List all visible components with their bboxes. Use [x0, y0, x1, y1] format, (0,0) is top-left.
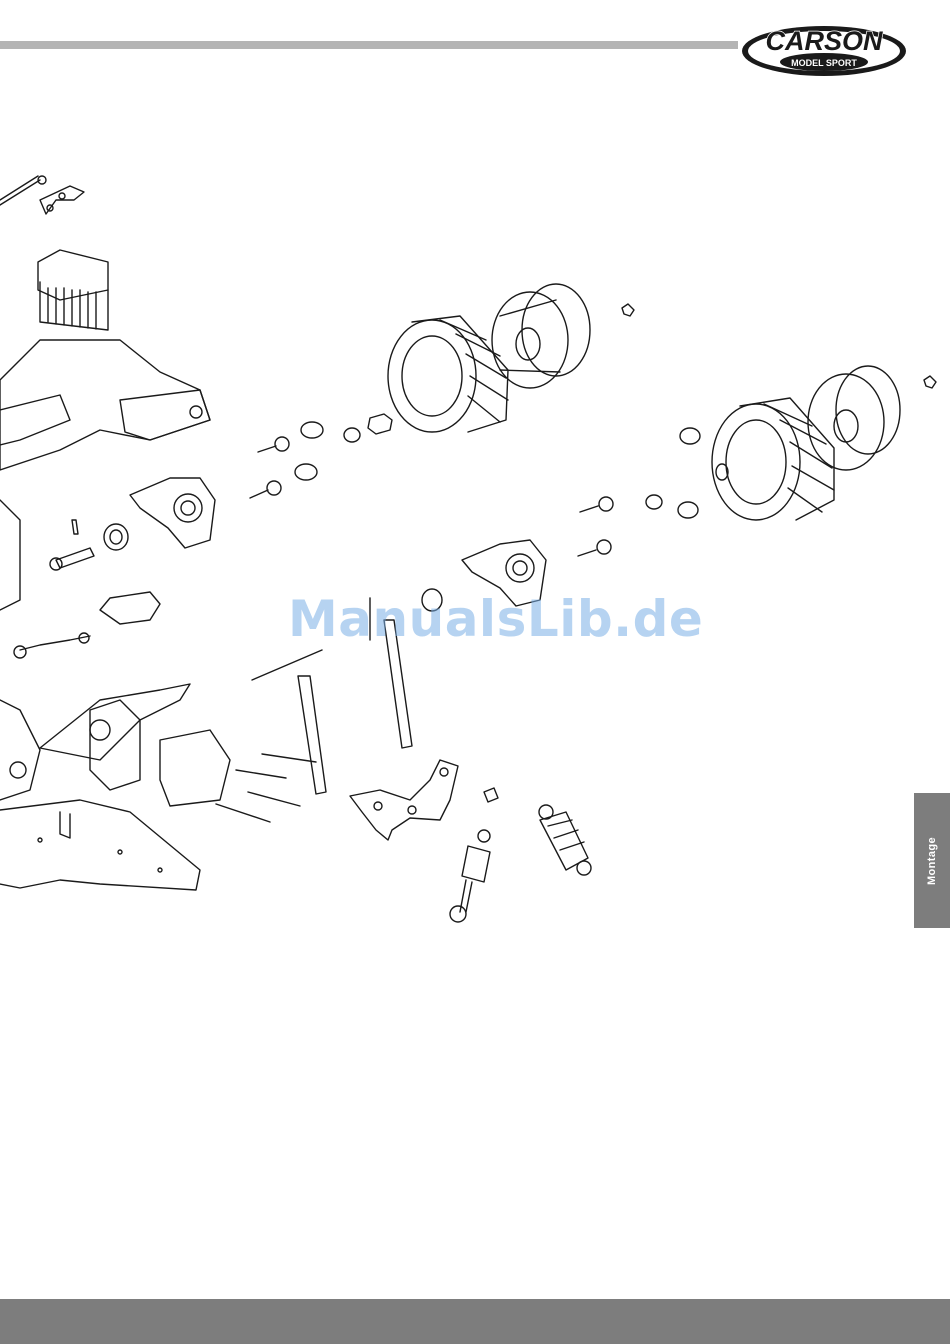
shock-absorber-front [450, 830, 490, 922]
watermark: ManualsLib.de [288, 590, 668, 648]
ball-studs [250, 304, 936, 556]
footer-bar [0, 1299, 950, 1344]
logo-sub-text: MODEL SPORT [791, 58, 857, 68]
logo-brand-text: CARSON [765, 26, 883, 56]
servo [38, 250, 108, 330]
section-tab-montage[interactable]: Montage [914, 793, 950, 928]
section-tab-label: Montage [926, 836, 938, 884]
small-parts-left [14, 520, 160, 658]
carson-logo: CARSON MODEL SPORT [738, 22, 908, 78]
rear-tire [712, 398, 834, 520]
shock-absorber-rear [539, 805, 591, 875]
shock-tower [350, 760, 498, 840]
steering-knuckle-front [130, 478, 215, 548]
carson-logo-graphic: CARSON MODEL SPORT [738, 22, 908, 78]
exploded-assembly-drawing [0, 160, 950, 940]
rear-wheel-rim [808, 366, 900, 470]
front-wheel-rim [492, 284, 590, 388]
radio-tray [0, 340, 210, 610]
header-rule [0, 41, 738, 49]
steering-linkage [0, 176, 84, 214]
gearbox-assembly [0, 684, 230, 806]
chassis-plate [0, 800, 200, 890]
front-tire [388, 316, 508, 432]
